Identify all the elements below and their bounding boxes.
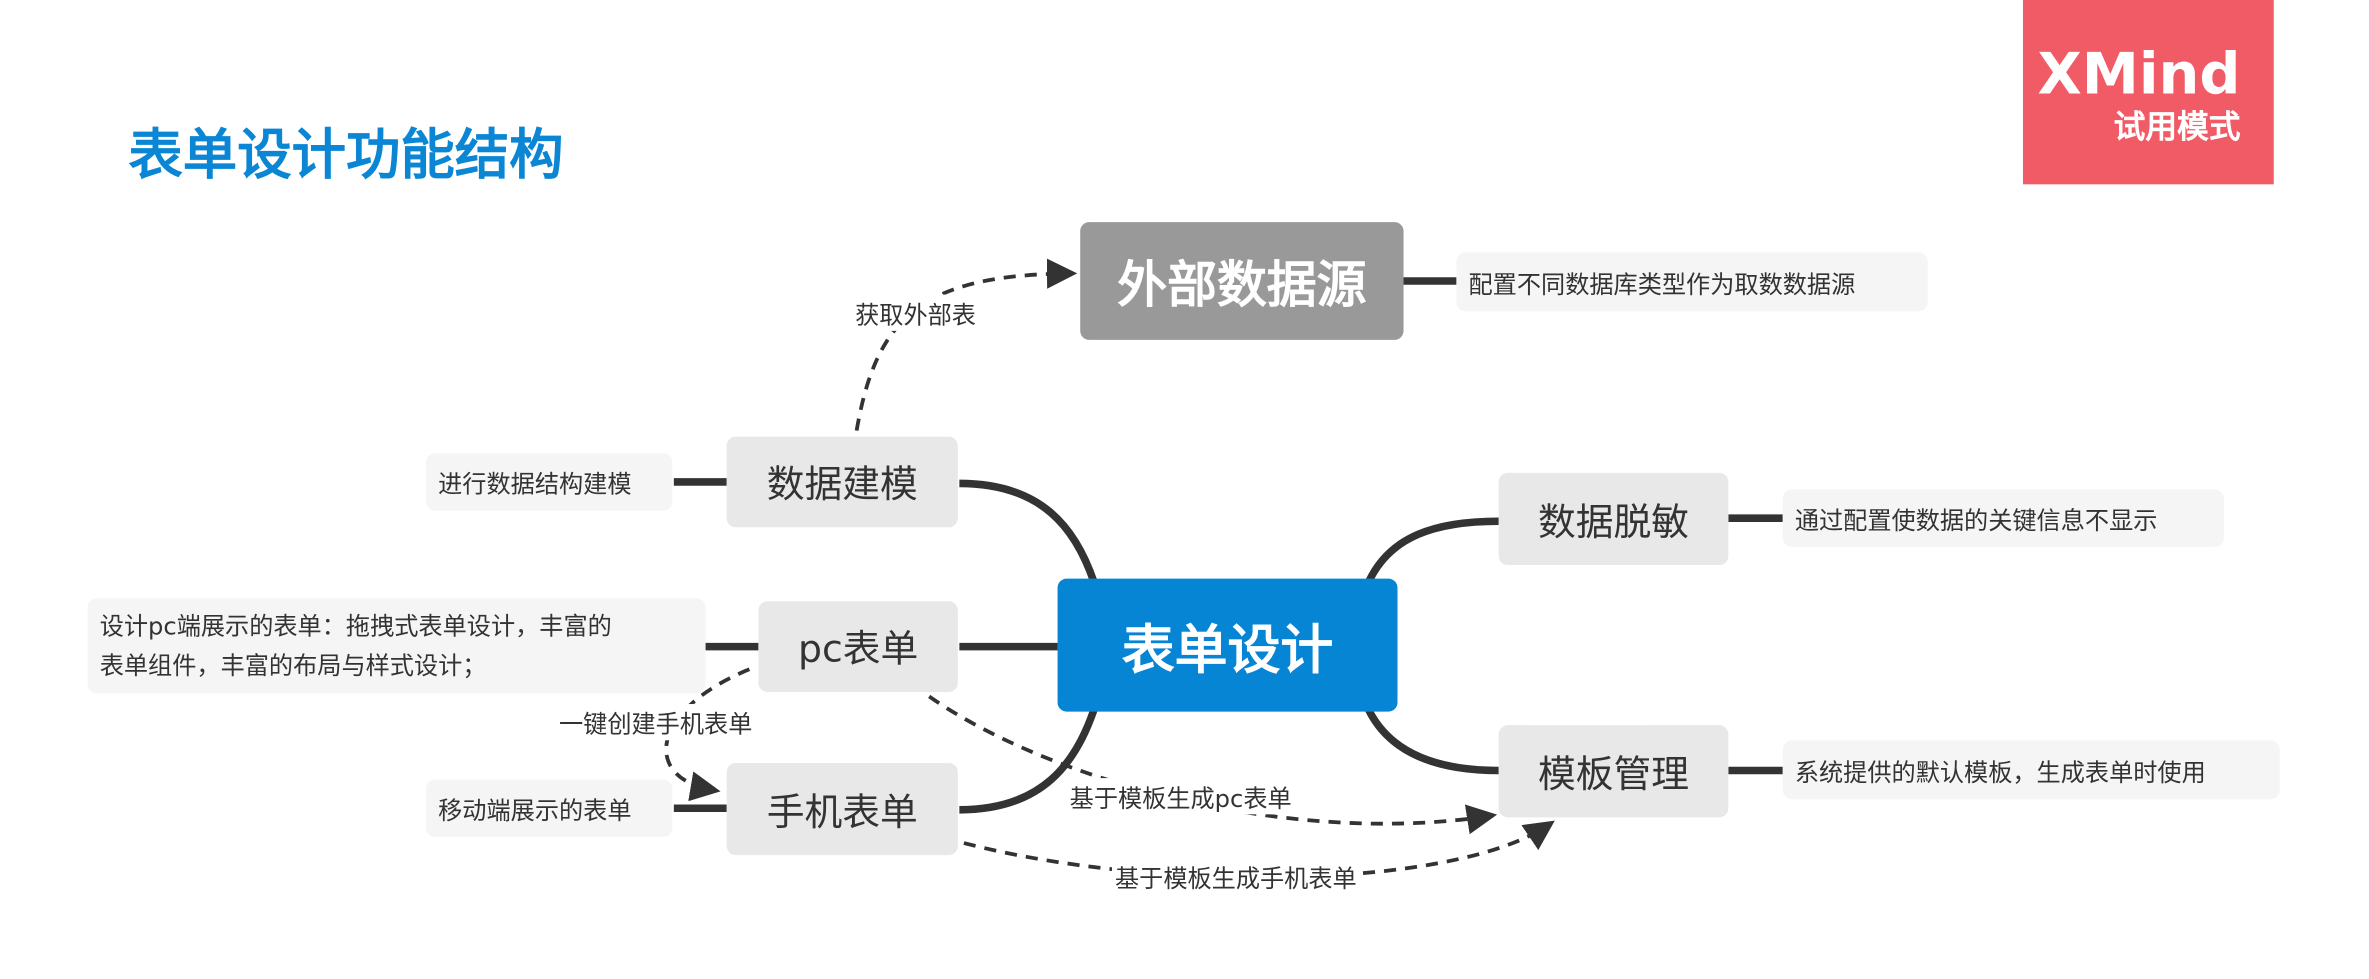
branch-lines xyxy=(673,277,1783,814)
relation-label-fetch-external[interactable]: 获取外部表 xyxy=(852,294,980,331)
note-mobile-form[interactable]: 移动端展示的表单 xyxy=(426,779,673,837)
xmind-trial-badge: XMind 试用模式 xyxy=(2022,0,2274,185)
note-pc-form[interactable]: 设计pc端展示的表单：拖拽式表单设计，丰富的 表单组件，丰富的布局与样式设计； xyxy=(87,598,706,694)
central-topic[interactable]: 表单设计 xyxy=(1057,578,1398,712)
badge-mode: 试用模式 xyxy=(2113,108,2241,146)
topic-pc-form[interactable]: pc表单 xyxy=(758,601,958,692)
topic-template-management[interactable]: 模板管理 xyxy=(1498,725,1729,818)
note-external-datasource[interactable]: 配置不同数据库类型作为取数数据源 xyxy=(1456,252,1928,312)
note-pc-line1: 设计pc端展示的表单：拖拽式表单设计，丰富的 xyxy=(99,611,612,640)
relation-label-gen-pc[interactable]: 基于模板生成pc表单 xyxy=(1066,778,1295,815)
topic-mobile-form[interactable]: 手机表单 xyxy=(726,762,958,856)
relation-label-create-mobile[interactable]: 一键创建手机表单 xyxy=(555,704,756,741)
topic-external-datasource[interactable]: 外部数据源 xyxy=(1080,222,1404,340)
note-data-masking[interactable]: 通过配置使数据的关键信息不显示 xyxy=(1782,489,2224,547)
topic-data-modeling[interactable]: 数据建模 xyxy=(726,436,958,528)
topic-data-masking[interactable]: 数据脱敏 xyxy=(1498,472,1729,566)
badge-brand: XMind xyxy=(2037,40,2241,108)
page-title: 表单设计功能结构 xyxy=(128,125,564,188)
note-template-management[interactable]: 系统提供的默认模板，生成表单时使用 xyxy=(1782,740,2280,800)
note-data-modeling[interactable]: 进行数据结构建模 xyxy=(426,453,673,511)
relation-label-gen-mobile[interactable]: 基于模板生成手机表单 xyxy=(1111,858,1360,895)
note-pc-line2: 表单组件，丰富的布局与样式设计； xyxy=(99,650,487,680)
